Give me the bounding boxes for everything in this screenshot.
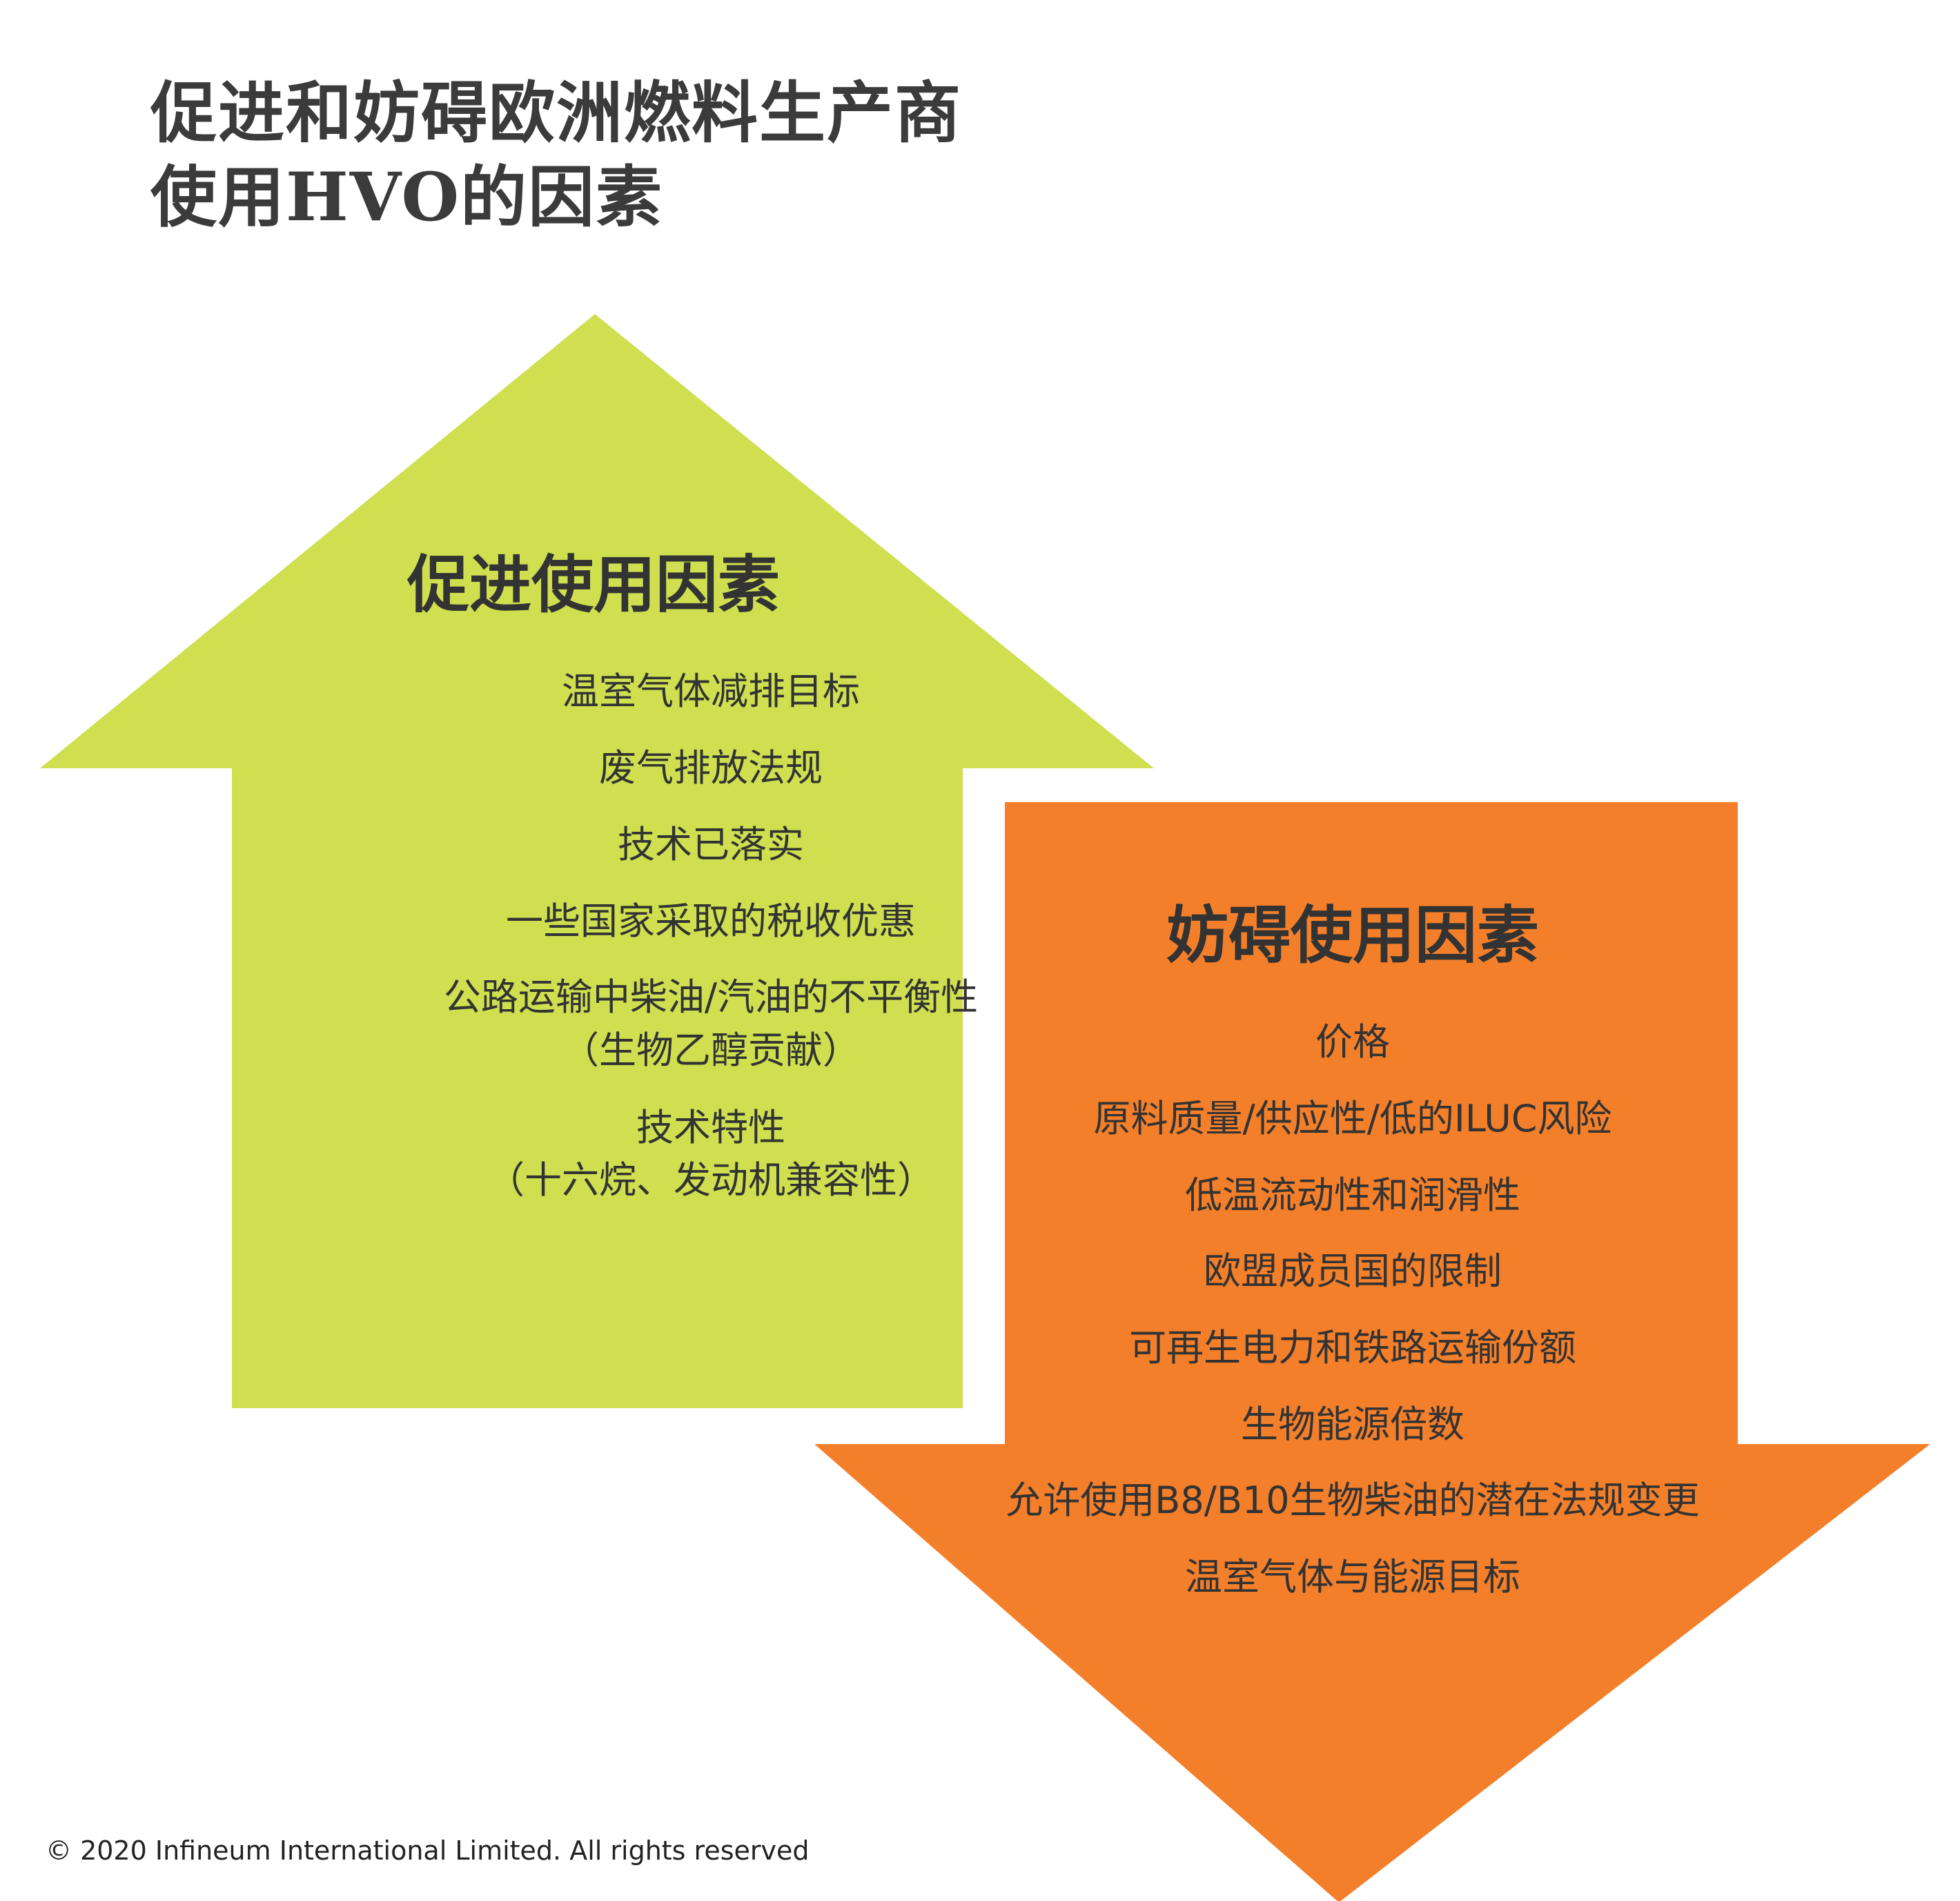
hinder-factor: 生物能源倍数 bbox=[1241, 1403, 1464, 1446]
hinder-factor: 允许使用B8/B10生物柴油的潜在法规变更 bbox=[1006, 1479, 1700, 1522]
hinder-arrow-shape bbox=[814, 802, 1930, 1901]
copyright-notice: © 2020 Infineum International Limited. A… bbox=[46, 1835, 810, 1866]
hinder-factor: 原料质量/供应性/低的ILUC风险 bbox=[1093, 1097, 1612, 1140]
hinder-factor: 可再生电力和铁路运输份额 bbox=[1129, 1326, 1576, 1369]
page-title-line-2: 使用HVO的因素 bbox=[150, 158, 664, 236]
promote-factor-note: （十六烷、发动机兼容性） bbox=[487, 1158, 934, 1202]
page-title-line-1: 促进和妨碍欧洲燃料生产商 bbox=[150, 74, 962, 152]
promote-factor-note: （生物乙醇贡献） bbox=[562, 1029, 860, 1072]
hinder-factor: 低温流动性和润滑性 bbox=[1185, 1173, 1520, 1217]
promote-factor: 温室气体减排目标 bbox=[562, 670, 860, 713]
hinder-factor: 价格 bbox=[1315, 1020, 1390, 1064]
hinder-factor: 欧盟成员国的限制 bbox=[1204, 1249, 1502, 1293]
promote-factor: 技术已落实 bbox=[618, 823, 804, 866]
promote-factor: 技术特性 bbox=[636, 1106, 785, 1149]
hinder-heading: 妨碍使用因素 bbox=[1166, 899, 1539, 972]
promote-arrow-shape bbox=[40, 314, 1154, 1408]
promote-factor: 公路运输中柴油/汽油的不平衡性 bbox=[443, 975, 979, 1019]
promote-heading: 促进使用因素 bbox=[407, 548, 780, 621]
hinder-factor: 温室气体与能源目标 bbox=[1185, 1555, 1520, 1599]
promote-factor: 废气排放法规 bbox=[599, 746, 823, 790]
promote-factor: 一些国家采取的税收优惠 bbox=[506, 899, 916, 943]
